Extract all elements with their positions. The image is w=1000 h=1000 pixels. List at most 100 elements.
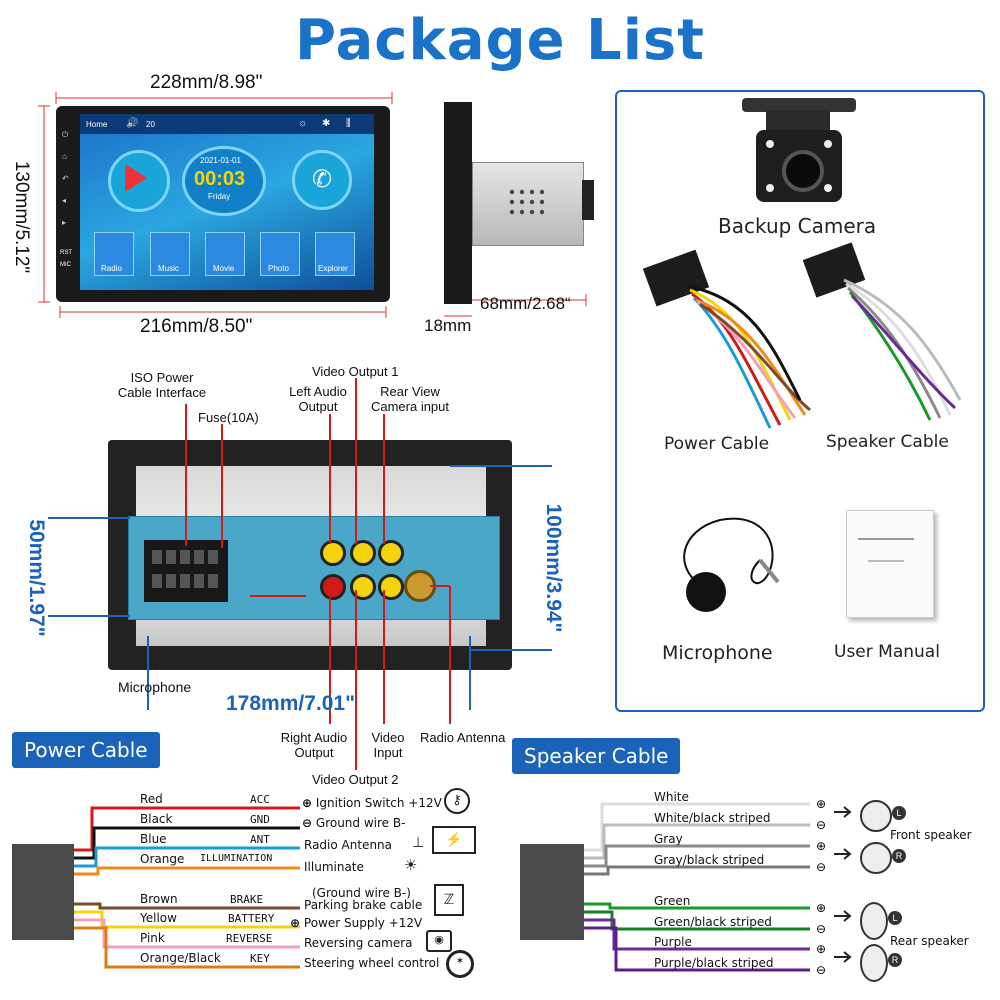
func-radio-antenna: Radio Antenna: [304, 838, 393, 852]
polarity-sign: ⊕: [816, 942, 826, 956]
label-microphone-port: Microphone: [118, 679, 192, 695]
speaker-wire-line: [584, 902, 810, 910]
power-wire-line: [74, 918, 300, 949]
power-code-key: KEY: [250, 952, 270, 965]
user-manual-image: [846, 510, 934, 618]
func-ground-2: (Ground wire B-): [312, 886, 411, 900]
speaker-wire-line: [584, 823, 810, 860]
power-wire-line: [74, 902, 300, 910]
speaker-wire-white-black: White/black striped: [654, 811, 771, 825]
chassis-connector: [582, 180, 594, 220]
power-code-reverse: REVERSE: [226, 932, 273, 945]
power-code-illumination: ILLUMINATION: [200, 853, 273, 864]
speaker-wire-line: [584, 844, 810, 868]
speaker-wire-line: [584, 865, 810, 876]
power-code-gnd: GND: [250, 813, 270, 826]
play-triangle: [125, 164, 147, 192]
label-microphone: Microphone: [662, 642, 773, 664]
app-radio: Radio: [94, 232, 134, 276]
user-manual-line-1: [858, 538, 914, 540]
microphone-image: [683, 517, 780, 612]
speaker-letter-2: R: [892, 849, 906, 863]
rca-jack-video-input: [378, 574, 404, 600]
camera-led-1: [766, 140, 774, 148]
label-backup-camera: Backup Camera: [718, 214, 877, 238]
antenna-icon: ⊥: [412, 834, 425, 850]
label-video-input: Video Input: [371, 730, 405, 760]
speaker-wire-purple-black: Purple/black striped: [654, 956, 774, 970]
power-wire-yellow: Yellow: [140, 911, 177, 925]
backup-camera-lens: [782, 150, 824, 192]
speaker-wires: ⊕⊖⊕⊖⊕⊖⊕⊖: [584, 797, 852, 977]
mic-label: MIC: [60, 262, 71, 268]
label-front-speaker: Front speaker: [890, 828, 972, 842]
clock-display: [182, 146, 266, 216]
power-wire-line: [74, 926, 300, 969]
label-rear-view: Rear View Camera input: [370, 384, 450, 414]
app-explorer: Explorer: [315, 232, 355, 276]
dim-back-left-height: 50mm/1.97": [25, 519, 48, 637]
speaker-letter-3: L: [888, 911, 902, 925]
func-ground: ⊖ Ground wire B-: [302, 816, 406, 830]
power-wire-blue: Blue: [140, 832, 167, 846]
polarity-sign: ⊖: [816, 922, 826, 936]
speaker-cable-heading: Speaker Cable: [512, 738, 681, 774]
label-speaker-cable: Speaker Cable: [826, 432, 949, 452]
label-power-cable: Power Cable: [664, 434, 770, 454]
screen-topbar: [80, 114, 374, 134]
power-wire-red: Red: [140, 792, 163, 806]
camera-led-3: [766, 184, 774, 192]
volume-icon: 🔊: [126, 118, 139, 129]
label-left-audio: Left Audio Output: [289, 384, 347, 414]
func-steering-wheel: Steering wheel control: [304, 956, 440, 970]
speaker-icon-front-left: [860, 800, 892, 832]
label-iso-power: ISO Power Cable Interface: [117, 370, 207, 400]
power-wire-pink: Pink: [140, 931, 165, 945]
screen-volume: 20: [146, 120, 155, 129]
func-power-supply: ⊕ Power Supply +12V: [290, 916, 423, 930]
screen-day: Friday: [208, 192, 231, 201]
speaker-icon-front-right: [860, 842, 892, 874]
power-wire-line: [74, 806, 300, 852]
polarity-sign: ⊖: [816, 860, 826, 874]
chassis-vent: [509, 189, 545, 215]
arrow-icon: [834, 951, 852, 963]
speaker-wire-white: White: [654, 790, 689, 804]
power-wire-brown: Brown: [140, 892, 178, 906]
screen-home: Home: [86, 120, 108, 129]
polarity-sign: ⊖: [816, 818, 826, 832]
chassis-side: [472, 162, 584, 246]
camera-icon: ◉: [426, 930, 452, 952]
iso-connector-pins: [152, 550, 218, 588]
power-wire-line: [74, 826, 300, 860]
side-buttons: ⏻⌂↶◂▸: [62, 130, 69, 227]
speaker-wire-line: [584, 802, 810, 852]
arrow-icon: [834, 806, 852, 818]
phone-icon: ✆: [292, 150, 352, 210]
polarity-sign: ⊕: [816, 839, 826, 853]
equalizer-icon: ⫼: [346, 118, 351, 129]
func-reversing-camera: Reversing camera: [304, 936, 413, 950]
steering-wheel-icon: ✶: [446, 950, 474, 978]
dim-back-height: 100mm/3.94": [542, 503, 565, 633]
dim-top-width: 228mm/8.98": [150, 72, 263, 93]
func-illuminate: Illuminate: [304, 860, 364, 874]
speaker-wire-gray-black: Gray/black striped: [654, 853, 765, 867]
camera-led-4: [824, 184, 832, 192]
power-wire-line: [74, 846, 300, 868]
label-video-output-1: Video Output 1: [312, 364, 399, 379]
label-rear-speaker: Rear speaker: [890, 934, 969, 948]
light-icon: ☀: [404, 857, 418, 874]
power-wire-orange: Orange: [140, 852, 185, 866]
power-wire-black: Black: [140, 812, 173, 826]
speaker-letter-1: L: [892, 806, 906, 820]
rca-jack-video-out-1: [350, 540, 376, 566]
rca-jack-right-audio: [320, 574, 346, 600]
power-wire-line: [74, 866, 300, 876]
label-user-manual: User Manual: [834, 642, 940, 662]
arrow-icon: [834, 848, 852, 860]
speaker-wire-line: [584, 926, 810, 972]
power-cable-heading: Power Cable: [12, 732, 160, 768]
app-movie: Movie: [205, 232, 245, 276]
